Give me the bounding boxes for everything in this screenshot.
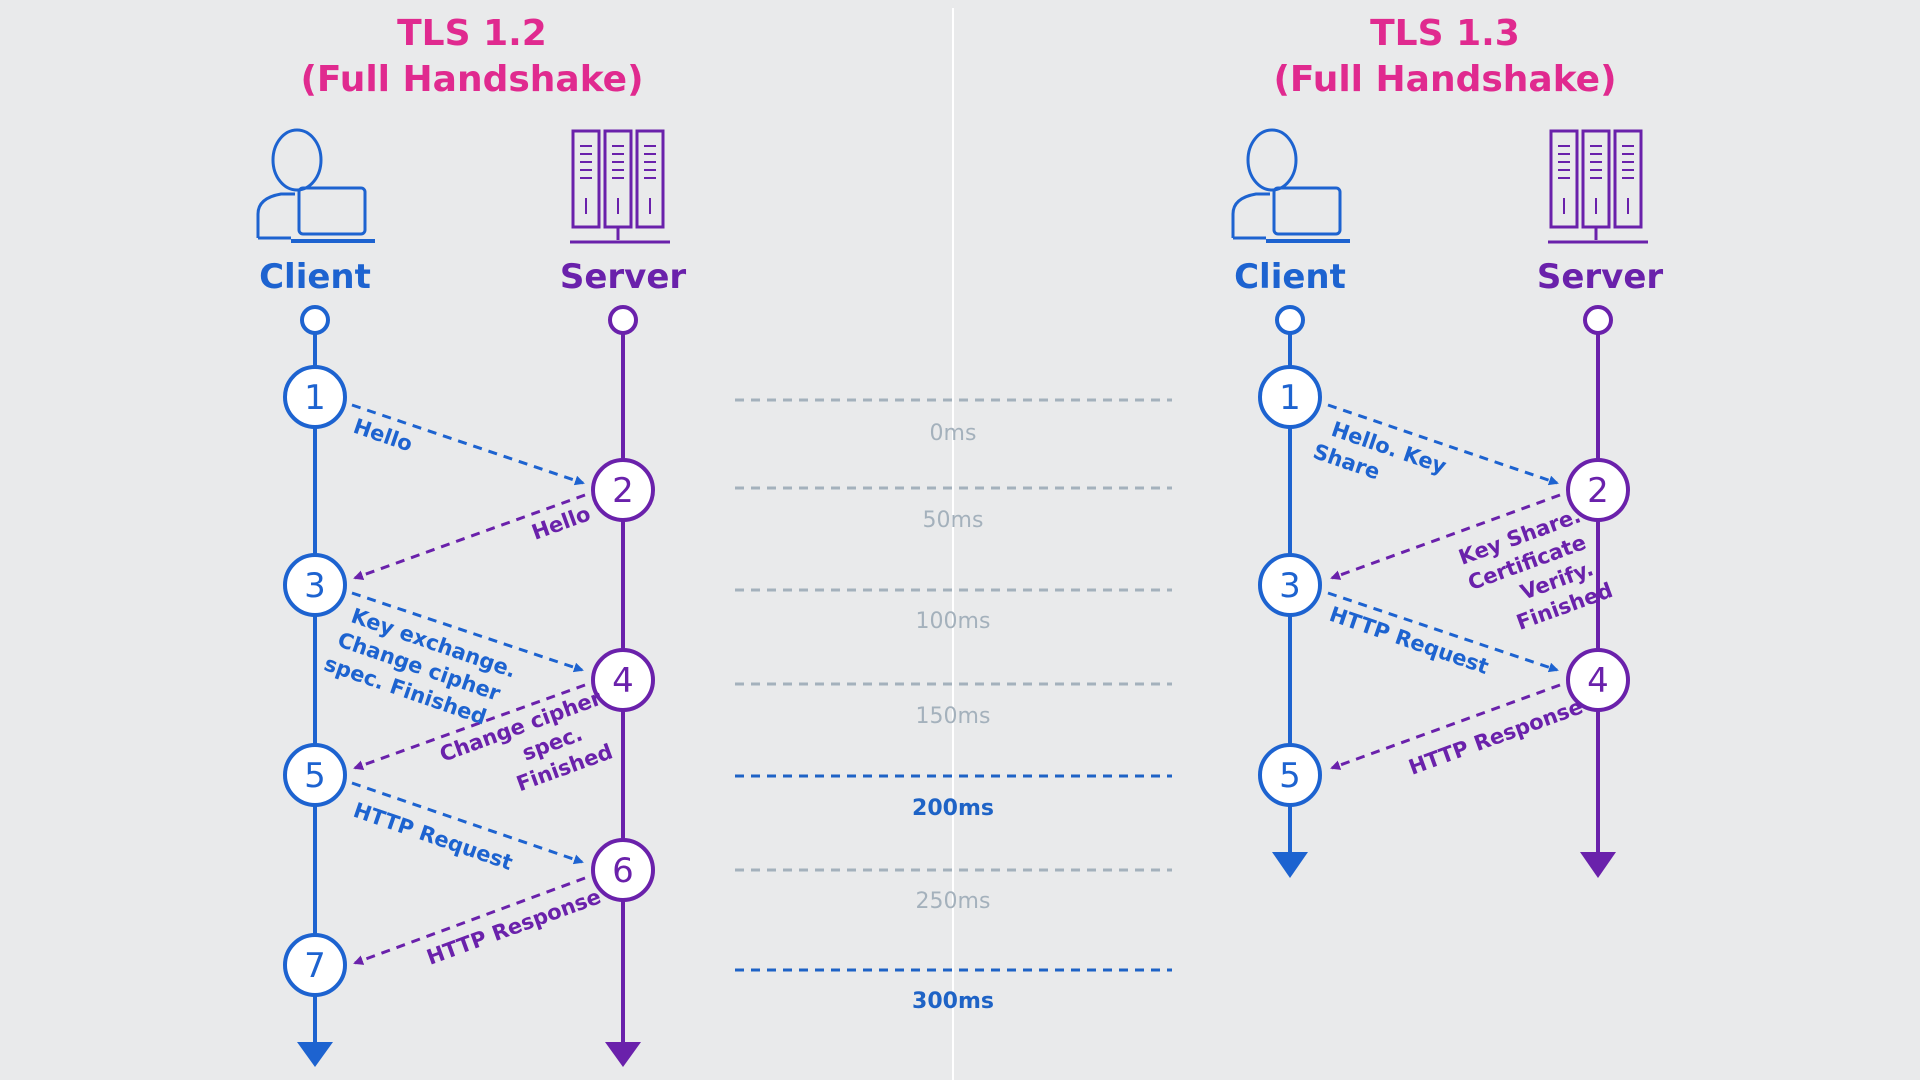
left-arrow-change-cipher [353, 683, 586, 770]
svg-text:1: 1 [304, 378, 326, 418]
svg-text:2: 2 [612, 471, 634, 511]
svg-text:6: 6 [612, 851, 634, 891]
svg-text:4: 4 [612, 661, 634, 701]
svg-text:Hello: Hello [350, 414, 415, 456]
left-step-1: 1 [283, 365, 347, 429]
left-server-origin [608, 305, 638, 335]
left-server-label: Server [560, 257, 687, 297]
left-msg-hello-client: Hello [350, 414, 415, 456]
svg-text:4: 4 [1587, 661, 1609, 701]
left-msg-hello-server: Hello [529, 501, 594, 544]
right-msg-key-share-cert: Key Share. Certificate Verify. Finished [1456, 503, 1616, 634]
right-step-5: 5 [1258, 743, 1322, 807]
left-client-origin [300, 305, 330, 335]
left-step-3: 3 [283, 553, 347, 617]
timeline-label-150ms: 150ms [916, 704, 991, 729]
left-arrow-http-response [353, 876, 586, 965]
svg-text:3: 3 [304, 566, 326, 606]
left-arrow-hello-client [351, 403, 585, 486]
right-arrow-hello-key-share [1327, 403, 1559, 486]
left-title-line1: TLS 1.2 [397, 13, 547, 54]
svg-text:HTTP Response: HTTP Response [424, 884, 605, 969]
timeline-label-250ms: 250ms [916, 889, 991, 914]
right-step-4: 4 [1566, 648, 1630, 712]
left-step-2: 2 [591, 458, 655, 522]
left-arrow-key-exchange [351, 591, 584, 673]
svg-text:5: 5 [1279, 756, 1301, 796]
right-step-3: 3 [1258, 553, 1322, 617]
server-rack-icon [570, 129, 670, 244]
right-server-end-arrow [1580, 852, 1616, 878]
svg-text:Hello: Hello [529, 501, 594, 544]
left-step-5: 5 [283, 743, 347, 807]
svg-text:2: 2 [1587, 471, 1609, 511]
left-step-6: 6 [591, 838, 655, 902]
timeline: 0ms 50ms 100ms 150ms 200ms 250ms 300ms [735, 398, 1172, 1014]
left-arrow-hello-server [353, 493, 586, 580]
right-arrow-http-request [1327, 591, 1559, 673]
right-msg-hello-key-share: Hello. Key Share [1310, 417, 1450, 484]
person-laptop-icon [1231, 128, 1350, 243]
right-arrow-key-share-cert [1330, 493, 1561, 580]
left-msg-http-response: HTTP Response [424, 884, 605, 969]
svg-text:1: 1 [1279, 378, 1301, 418]
right-step-2: 2 [1566, 458, 1630, 522]
left-client-end-arrow [297, 1042, 333, 1067]
right-server-origin [1583, 305, 1613, 335]
timeline-label-0ms: 0ms [930, 421, 977, 446]
left-client-label: Client [259, 257, 371, 297]
svg-text:3: 3 [1279, 566, 1301, 606]
left-step-7: 7 [283, 933, 347, 997]
svg-text:7: 7 [304, 946, 326, 986]
right-client-label: Client [1234, 257, 1346, 297]
person-laptop-icon [256, 128, 375, 243]
right-server-label: Server [1537, 257, 1664, 297]
right-step-1: 1 [1258, 365, 1322, 429]
right-title-line2: (Full Handshake) [1273, 59, 1616, 100]
left-title-line2: (Full Handshake) [300, 59, 643, 100]
right-title-line1: TLS 1.3 [1370, 13, 1520, 54]
timeline-label-50ms: 50ms [923, 508, 984, 533]
svg-text:5: 5 [304, 756, 326, 796]
right-arrow-http-response [1330, 683, 1561, 770]
server-rack-icon [1548, 129, 1648, 244]
left-arrow-http-request [351, 781, 584, 865]
timeline-label-100ms: 100ms [916, 609, 991, 634]
timeline-label-300ms: 300ms [912, 989, 994, 1014]
left-server-end-arrow [605, 1042, 641, 1067]
left-step-4: 4 [591, 648, 655, 712]
right-client-origin [1275, 305, 1305, 335]
right-client-end-arrow [1272, 852, 1308, 878]
timeline-label-200ms: 200ms [912, 796, 994, 821]
left-msg-key-exchange: Key exchange. Change cipher spec. Finish… [321, 604, 519, 730]
